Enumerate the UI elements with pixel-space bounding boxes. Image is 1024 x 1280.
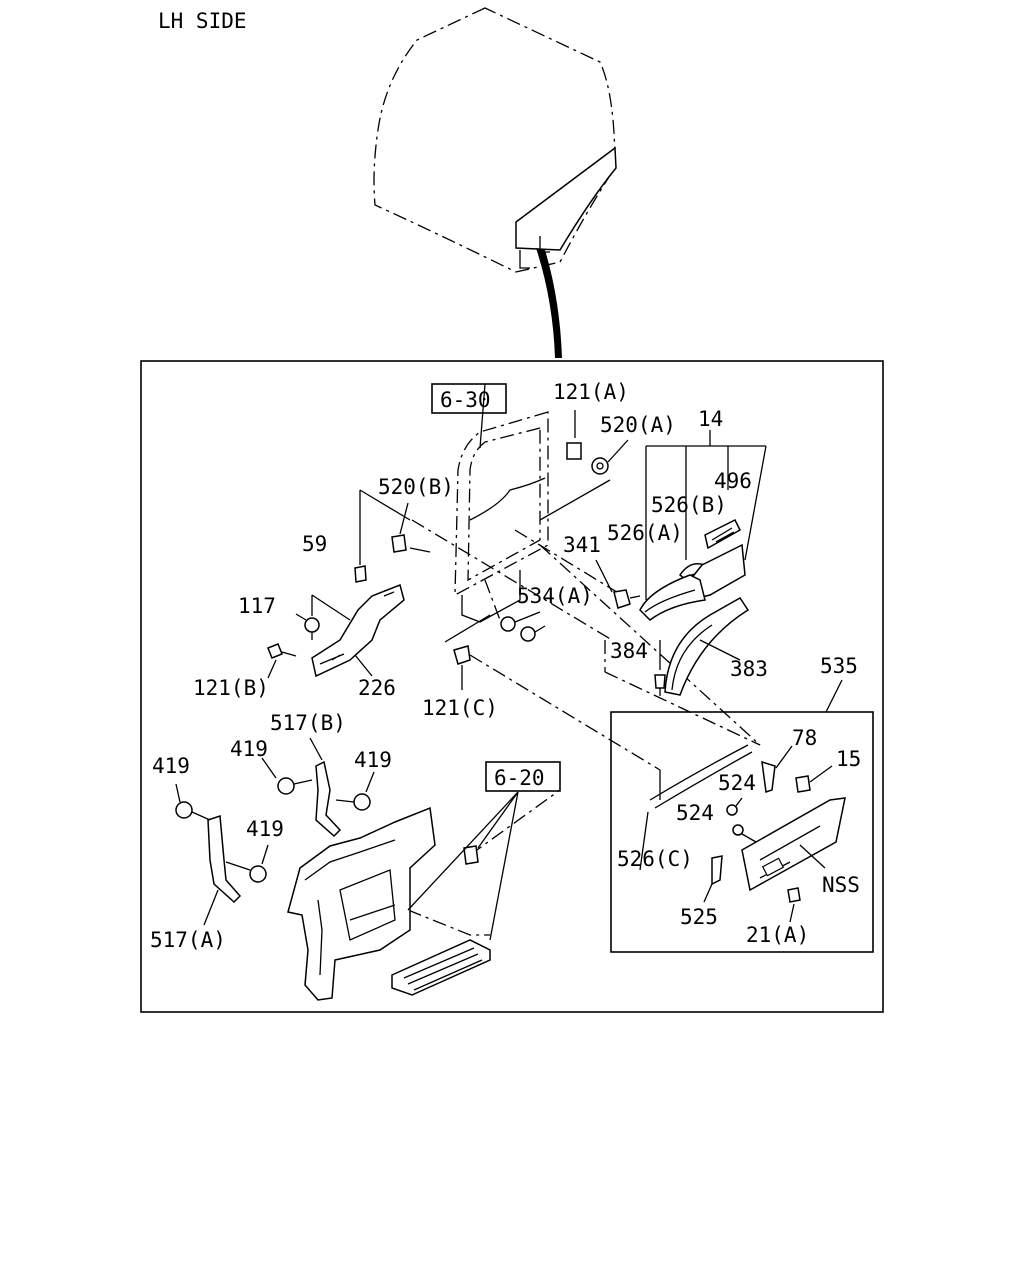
- label-517a: 517(A): [150, 928, 226, 952]
- label-526b: 526(B): [651, 493, 727, 517]
- scuff-plate-526c: [639, 744, 753, 871]
- zoom-arrow: [536, 248, 562, 358]
- label-419-d: 419: [246, 817, 284, 841]
- bracket-517a: [203, 814, 242, 926]
- bracket-226: [311, 583, 405, 678]
- ref-box-6-20: 6-20: [485, 761, 561, 792]
- bolt-534a: [500, 611, 546, 642]
- label-520b: 520(B): [378, 475, 454, 499]
- door-panel: [454, 383, 549, 623]
- label-419-b: 419: [354, 748, 392, 772]
- ref-box-6-30: 6-30: [431, 383, 507, 414]
- label-341: 341: [563, 533, 601, 557]
- clip-525: [703, 855, 723, 903]
- label-384: 384: [610, 639, 648, 663]
- label-524-upper: 524: [718, 771, 756, 795]
- label-78: 78: [792, 726, 817, 750]
- clip-step: [463, 845, 479, 865]
- bracket-517b: [309, 737, 342, 838]
- bolt-419-a: [261, 757, 313, 795]
- connection-lines: [407, 479, 761, 936]
- detail-frame: [140, 360, 884, 1013]
- clip-121c: [444, 614, 491, 690]
- bolt-341: [595, 559, 641, 609]
- nut-21a: [787, 887, 801, 923]
- clip-384: [654, 640, 666, 696]
- label-21a: 21(A): [746, 923, 809, 947]
- label-520a: 520(A): [600, 413, 676, 437]
- label-535: 535: [820, 654, 858, 678]
- wheel-arch-383: [664, 597, 750, 696]
- svg-text:6-20: 6-20: [494, 766, 545, 790]
- label-nss: NSS: [822, 873, 860, 897]
- clip-121a: [566, 410, 582, 460]
- label-419-c: 419: [152, 754, 190, 778]
- screw-15: [795, 765, 833, 793]
- label-59: 59: [302, 532, 327, 556]
- label-526a: 526(A): [607, 521, 683, 545]
- plate-nss: [741, 797, 846, 892]
- title-lh-side: LH SIDE: [158, 9, 247, 33]
- label-525: 525: [680, 905, 718, 929]
- garnish-496: [704, 518, 741, 550]
- label-419-a: 419: [230, 737, 268, 761]
- bolt-419-c: [175, 783, 211, 821]
- cab-overview: [373, 7, 617, 358]
- label-534a: 534(A): [517, 584, 593, 608]
- screw-524-lower: [732, 824, 757, 843]
- nut-520b: [391, 502, 431, 553]
- screw-117: [295, 594, 351, 640]
- step-grip-plate: [391, 939, 491, 996]
- step-cover-14: [639, 543, 746, 621]
- label-383: 383: [730, 657, 768, 681]
- clip-78: [761, 745, 793, 793]
- svg-text:6-30: 6-30: [440, 388, 491, 412]
- clip-59: [354, 489, 411, 583]
- clip-121b: [267, 643, 297, 679]
- label-524-lower: 524: [676, 801, 714, 825]
- label-15: 15: [836, 747, 861, 771]
- screw-524-upper: [726, 797, 743, 816]
- subassembly-frame-535: [610, 711, 874, 953]
- step-frame: [287, 806, 436, 1001]
- label-121b: 121(B): [193, 676, 269, 700]
- label-517b: 517(B): [270, 711, 346, 735]
- label-226: 226: [358, 676, 396, 700]
- label-496: 496: [714, 469, 752, 493]
- label-121a: 121(A): [553, 380, 629, 404]
- label-526c: 526(C): [617, 847, 693, 871]
- bolt-419-d: [225, 844, 269, 883]
- label-121c: 121(C): [422, 696, 498, 720]
- leader-14: [645, 430, 767, 600]
- bolt-419-b: [335, 771, 375, 811]
- label-117: 117: [238, 594, 276, 618]
- leader-6-20: [407, 791, 519, 941]
- label-14: 14: [698, 407, 723, 431]
- nut-520a: [591, 439, 629, 475]
